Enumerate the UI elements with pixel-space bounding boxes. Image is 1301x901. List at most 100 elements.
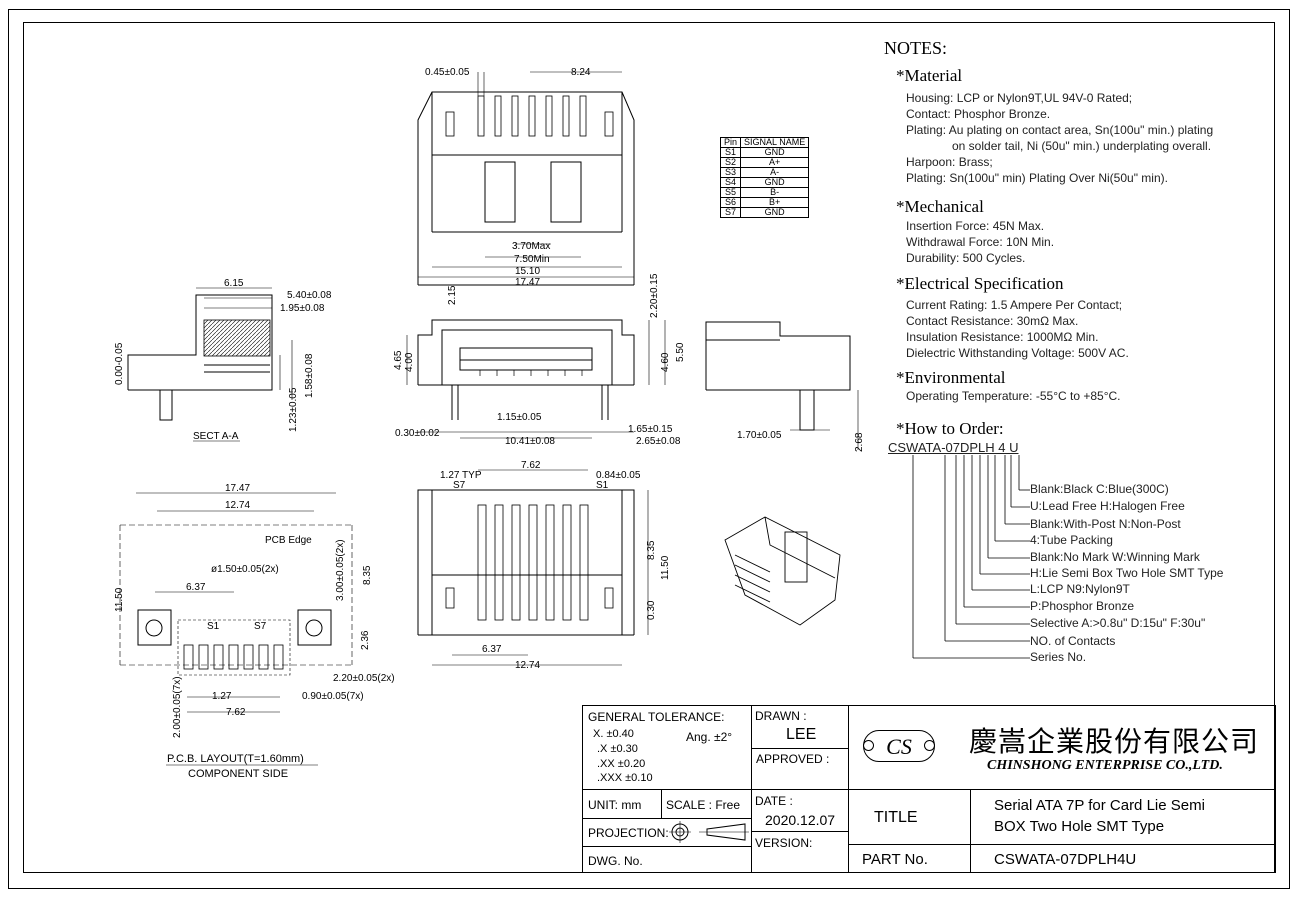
dim-label: 5.50 xyxy=(675,342,686,362)
order-leaders xyxy=(912,455,1030,659)
dim-label: 5.40±0.08 xyxy=(287,290,332,301)
dim-label: 3.00±0.05(2x) xyxy=(335,539,346,601)
order-item: U:Lead Free H:Halogen Free xyxy=(1030,499,1185,513)
front-view xyxy=(406,319,666,439)
tolerance-x: X. ±0.40 xyxy=(593,728,634,740)
section-labels: 6.15 5.40±0.08 1.95±0.08 0.00-0.05 1.58±… xyxy=(114,278,332,442)
table-cell: S3 xyxy=(719,167,742,178)
pcb-labels: 17.47 12.74 PCB Edge ø1.50±0.05(2x) 3.00… xyxy=(114,483,395,780)
projection-label: PROJECTION: xyxy=(588,826,669,840)
electrical-heading: *Electrical Specification xyxy=(896,274,1064,293)
title-line1: Serial ATA 7P for Card Lie Semi xyxy=(994,797,1205,814)
drawing-frame-outer xyxy=(8,9,1290,889)
order-item: NO. of Contacts xyxy=(1030,634,1116,648)
dim-label: 0.84±0.05 xyxy=(596,470,641,481)
dim-label: 1.95±0.08 xyxy=(280,303,325,314)
dim-label: 1.70±0.05 xyxy=(737,430,782,441)
table-cell: S2 xyxy=(719,157,742,168)
scale-label: SCALE : Free xyxy=(666,798,741,812)
part-no-label: PART No. xyxy=(862,851,928,868)
note-line: Housing: LCP or Nylon9T,UL 94V-0 Rated; xyxy=(906,91,1133,105)
company-name-cn: 慶嵩企業股份有限公司 xyxy=(969,726,1260,757)
note-line: on solder tail, Ni (50u" min.) underplat… xyxy=(952,139,1212,153)
order-heading: *How to Order: xyxy=(896,419,1004,438)
note-line: Harpoon: Brass; xyxy=(906,155,993,169)
mechanical-heading: *Mechanical xyxy=(896,197,984,216)
table-cell: A- xyxy=(740,167,810,178)
note-line: Plating: Au plating on contact area, Sn(… xyxy=(906,123,1214,137)
dim-label: 0.90±0.05(7x) xyxy=(302,691,364,702)
drawn-value: LEE xyxy=(786,726,817,743)
dim-label: 2.68 xyxy=(854,432,865,452)
order-item: Blank:No Mark W:Winning Mark xyxy=(1030,550,1200,564)
side-view-labels: 1.70±0.05 2.68 xyxy=(737,430,865,452)
pcb-layout xyxy=(119,492,353,713)
note-line: Dielectric Withstanding Voltage: 500V AC… xyxy=(906,346,1129,360)
dim-label: 2.20±0.05(2x) xyxy=(333,673,395,684)
dim-label: 1.65±0.15 xyxy=(628,424,673,435)
table-cell: GND xyxy=(740,177,810,188)
dim-label: 4.65 xyxy=(393,350,404,370)
order-code: CSWATA-07DPLH 4 U xyxy=(888,440,1019,455)
note-line: Insulation Resistance: 1000MΩ Min. xyxy=(906,330,1099,344)
dim-label: 0.30 xyxy=(646,600,657,620)
dim-label: 11.50 xyxy=(114,587,125,612)
order-item: Blank:With-Post N:Non-Post xyxy=(1030,517,1181,531)
angle-tolerance: Ang. ±2° xyxy=(686,730,733,744)
dim-label: S7 xyxy=(453,480,466,491)
material-heading: *Material xyxy=(896,66,963,85)
environmental-heading: *Environmental xyxy=(896,368,1006,387)
note-line: Contact: Phosphor Bronze. xyxy=(906,107,1051,121)
table-row: Pin SIGNAL NAME xyxy=(719,137,810,148)
dim-label: 12.74 xyxy=(225,500,250,511)
table-cell: S5 xyxy=(719,187,742,198)
logo: CS xyxy=(863,730,935,762)
note-line: Durability: 500 Cycles. xyxy=(906,251,1026,265)
dim-label: ø1.50±0.05(2x) xyxy=(211,564,279,575)
dim-label: 1.15±0.05 xyxy=(497,412,542,423)
bottom-view xyxy=(417,469,649,666)
table-cell: S7 xyxy=(719,207,742,218)
top-view xyxy=(417,71,635,286)
notes-title: NOTES: xyxy=(884,38,947,58)
dim-label: S1 xyxy=(207,621,220,632)
dim-label: 8.35 xyxy=(362,565,373,585)
order-item: P:Phosphor Bronze xyxy=(1030,599,1135,613)
table-header: SIGNAL NAME xyxy=(740,137,810,148)
title-label: TITLE xyxy=(874,809,918,826)
tolerance-x1: .X ±0.30 xyxy=(597,743,638,755)
section-a-a xyxy=(127,287,293,421)
dim-label: 6.15 xyxy=(224,278,244,289)
table-cell: B- xyxy=(740,187,810,198)
order-item: Series No. xyxy=(1030,650,1087,664)
table-cell: GND xyxy=(740,207,810,218)
dim-label: 1.58±0.08 xyxy=(304,353,315,398)
dim-label: 2.36 xyxy=(360,630,371,650)
dim-label: 15.10 xyxy=(515,266,540,277)
version-label: VERSION: xyxy=(755,836,813,850)
dim-label: PCB Edge xyxy=(265,535,312,546)
dim-label: 4.60 xyxy=(660,352,671,372)
note-line: Withdrawal Force: 10N Min. xyxy=(906,235,1055,249)
dim-label: 2.00±0.05(7x) xyxy=(172,676,183,738)
dim-label: 7.50Min xyxy=(514,254,550,265)
dim-label: 11.50 xyxy=(660,555,671,580)
note-line: Insertion Force: 45N Max. xyxy=(906,219,1045,233)
dim-label: 7.62 xyxy=(226,707,246,718)
table-cell: S4 xyxy=(719,177,742,188)
approved-label: APPROVED : xyxy=(756,752,830,766)
iso-view xyxy=(724,516,841,626)
note-line: Contact Resistance: 30mΩ Max. xyxy=(906,314,1079,328)
dim-label: 1.27 TYP xyxy=(440,470,482,481)
tolerance-x2: .XX ±0.20 xyxy=(597,758,646,770)
dim-label: 0.00-0.05 xyxy=(114,342,125,385)
dim-label: 7.62 xyxy=(521,460,541,471)
table-cell: A+ xyxy=(740,157,810,168)
dim-label: 3.70Max xyxy=(512,241,550,252)
